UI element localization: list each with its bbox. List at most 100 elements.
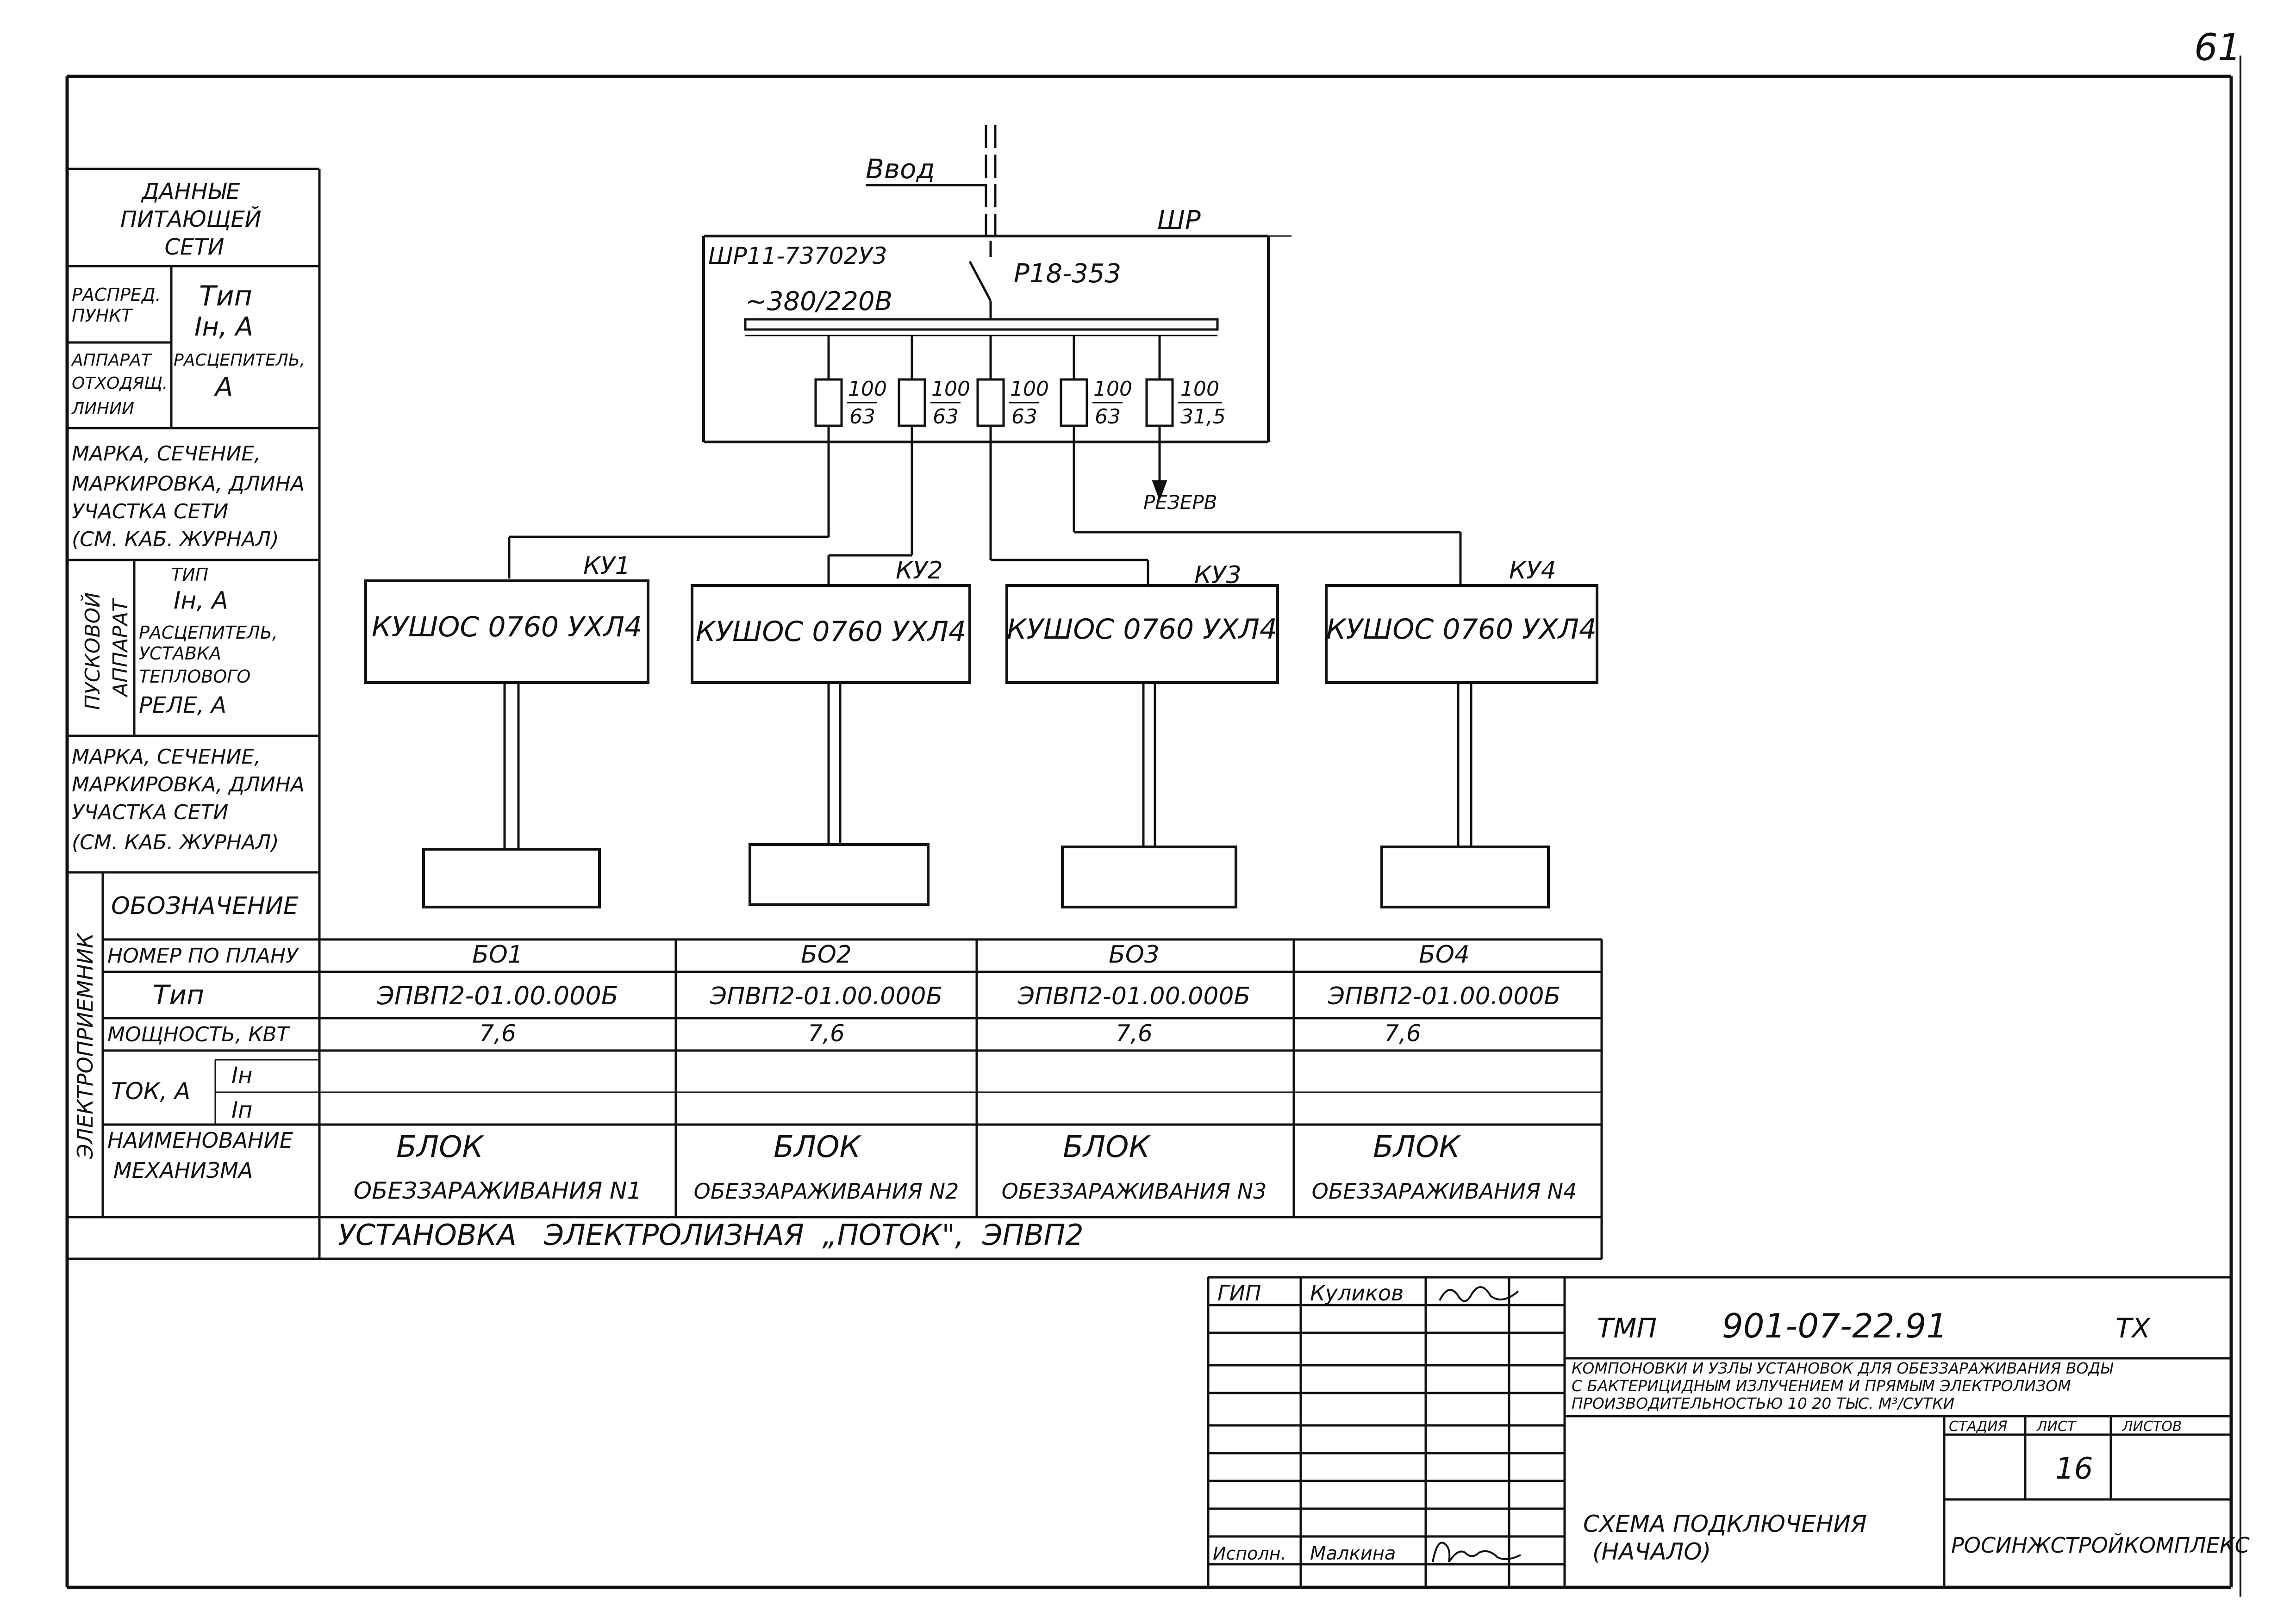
fuse-4-top: 100	[1093, 377, 1132, 401]
executor-name: Малкина	[1310, 1543, 1396, 1564]
busbar	[744, 318, 1219, 336]
control-unit-boxes	[364, 579, 1598, 684]
organization: РОСИНЖСТРОЙКОМПЛЕКС	[1951, 1533, 2250, 1558]
power-label: МОЩНОСТЬ, КВТ	[107, 1023, 291, 1046]
fuse-3-top: 100	[1010, 377, 1049, 401]
receiver-3-power: 7,6	[1116, 1020, 1153, 1047]
starter-vertical-label: ПУСКОВОЙ АППАРАТ	[80, 586, 132, 710]
receiver-1-plan-number: БО1	[472, 941, 523, 969]
release-unit: А	[214, 372, 233, 402]
receiver-1-type: ЭПВП2-01.00.000Б	[376, 981, 618, 1010]
receiver-2-type: ЭПВП2-01.00.000Б	[710, 983, 942, 1010]
receiver-vertical-label: ЭЛЕКТРОПРИЕМНИК	[73, 932, 98, 1159]
title-block-grid	[1207, 1276, 2231, 1587]
main-switch-label: Р18-353	[1014, 259, 1121, 289]
left-data-block	[67, 168, 1204, 1260]
drawing-title: СХЕМА ПОДКЛЮЧЕНИЯ (НАЧАЛО)	[1583, 1511, 1874, 1565]
sheet-number: 16	[2055, 1452, 2093, 1486]
plan-number-label: НОМЕР ПО ПЛАНУ	[107, 944, 299, 968]
receiver-3-type: ЭПВП2-01.00.000Б	[1017, 983, 1250, 1010]
receiver-cables	[503, 683, 1472, 849]
release-label: РАСЦЕПИТЕЛЬ,	[174, 351, 305, 370]
voltage-label: ~380/220В	[745, 286, 892, 317]
receiver-4-name-line2: ОБЕЗЗАРАЖИВАНИЯ N4	[1312, 1179, 1577, 1204]
receiver-table-grid	[319, 938, 1603, 1260]
sheet-frame	[65, 56, 2241, 1597]
fuse-5-bottom: 31,5	[1180, 405, 1226, 429]
fuse-1-top: 100	[848, 377, 887, 401]
project-description: КОМПОНОВКИ И УЗЛЫ УСТАНОВОК ДЛЯ ОБЕЗЗАРА…	[1572, 1359, 2118, 1412]
outgoing-apparatus-label: АППАРАТ ОТХОДЯЩ. ЛИНИИ	[71, 351, 173, 418]
designation-label: ОБОЗНАЧЕНИЕ	[111, 892, 299, 920]
cable-section-2-label: МАРКА, СЕЧЕНИЕ, МАРКИРОВКА, ДЛИНА УЧАСТК…	[72, 745, 311, 854]
mechanism-label: НАИМЕНОВАНИЕ МЕХАНИЗМА	[107, 1128, 300, 1183]
receiver-2-name-line1: БЛОК	[774, 1130, 861, 1164]
fuse-3-bottom: 63	[1011, 405, 1037, 429]
current-in-label: Iн	[231, 1063, 253, 1088]
cabinet-box	[702, 235, 1292, 443]
receiver-3-name-line2: ОБЕЗЗАРАЖИВАНИЯ N3	[1002, 1179, 1267, 1204]
executor-label: Исполн.	[1213, 1543, 1286, 1564]
fuse-4-bottom: 63	[1095, 405, 1121, 429]
receiver-4-plan-number: БО4	[1419, 941, 1470, 969]
input-line	[866, 125, 997, 241]
document-code: 901-07-22.91	[1722, 1306, 1947, 1345]
network-data-header: ДАННЫЕ ПИТАЮЩЕЙ СЕТИ	[120, 179, 268, 260]
control-unit-4-name: КУШОС 0760 УХЛ4	[1326, 613, 1597, 646]
distribution-point-label: РАСПРЕД. ПУНКТ	[72, 285, 167, 326]
cabinet-model: ШР11-73702У3	[708, 243, 887, 269]
dp-type-label: Тип	[199, 280, 252, 312]
starter-fields-label: ТИП Iн, А РАСЦЕПИТЕЛЬ, УСТАВКА ТЕПЛОВОГО…	[139, 565, 283, 718]
gip-name: Куликов	[1310, 1281, 1404, 1306]
control-unit-3-name: КУШОС 0760 УХЛ4	[1007, 613, 1277, 646]
sheets-label: ЛИСТОВ	[2122, 1418, 2182, 1435]
receiver-boxes	[422, 843, 1550, 908]
stage-label: СТАДИЯ	[1949, 1418, 2008, 1435]
receiver-1-name-line2: ОБЕЗЗАРАЖИВАНИЯ N1	[354, 1177, 642, 1204]
receiver-4-type: ЭПВП2-01.00.000Б	[1328, 983, 1560, 1010]
receiver-4-power: 7,6	[1384, 1020, 1421, 1047]
installation-row: УСТАНОВКА ЭЛЕКТРОЛИЗНАЯ „ПОТОК", ЭПВП2	[338, 1218, 1084, 1252]
receiver-1-name-line1: БЛОК	[396, 1130, 484, 1164]
fuse-2-bottom: 63	[933, 405, 959, 429]
receiver-2-power: 7,6	[808, 1020, 845, 1047]
gip-signature	[1439, 1286, 1519, 1302]
receiver-1-power: 7,6	[479, 1020, 516, 1047]
control-unit-4-tag: КУ4	[1509, 557, 1556, 585]
receiver-4-name-line1: БЛОК	[1373, 1130, 1461, 1164]
receiver-2-name-line2: ОБЕЗЗАРАЖИВАНИЯ N2	[694, 1179, 959, 1204]
input-label: Ввод	[866, 153, 935, 185]
current-ip-label: Iп	[231, 1097, 253, 1123]
fuse-ratings: 100 63 100 63 100 63 100 63 100 31,5	[848, 377, 1226, 429]
dp-current-label: Iн, А	[194, 312, 253, 342]
reserve-label: РЕЗЕРВ	[1143, 491, 1217, 514]
control-unit-tags: КУ1 КУ2 КУ3 КУ4	[583, 552, 1556, 589]
page-number: 61	[2194, 26, 2241, 69]
cable-section-1-label: МАРКА, СЕЧЕНИЕ, МАРКИРОВКА, ДЛИНА УЧАСТК…	[72, 442, 311, 551]
receiver-3-name-line1: БЛОК	[1063, 1130, 1151, 1164]
receiver-3-plan-number: БО3	[1109, 941, 1160, 969]
control-unit-2-tag: КУ2	[896, 557, 943, 585]
fuse-1-bottom: 63	[849, 405, 875, 429]
executor-signature	[1432, 1542, 1521, 1563]
cabinet-label: ШР	[1157, 205, 1201, 236]
fuse-5-top: 100	[1180, 377, 1219, 401]
gip-label: ГИП	[1217, 1281, 1261, 1306]
main-switch	[968, 241, 992, 319]
code-suffix: ТХ	[2115, 1312, 2151, 1344]
code-prefix: ТМП	[1597, 1312, 1657, 1344]
sheet-label: ЛИСТ	[2036, 1418, 2077, 1435]
feeder-lines	[508, 531, 1462, 585]
type-label: Тип	[153, 979, 204, 1011]
receiver-2-plan-number: БО2	[801, 941, 852, 969]
control-unit-1-name: КУШОС 0760 УХЛ4	[372, 611, 642, 643]
control-unit-2-name: КУШОС 0760 УХЛ4	[696, 616, 966, 648]
control-unit-1-tag: КУ1	[583, 552, 630, 580]
control-unit-3-tag: КУ3	[1194, 561, 1242, 589]
fuse-2-top: 100	[931, 377, 970, 401]
current-label: ТОК, А	[111, 1078, 190, 1105]
fuse-feeders	[814, 336, 1222, 560]
receiver-columns: БО1 БО2 БО3 БО4 ЭПВП2-01.00.000Б ЭПВП2-0…	[354, 941, 1577, 1204]
control-unit-names: КУШОС 0760 УХЛ4 КУШОС 0760 УХЛ4 КУШОС 07…	[372, 611, 1597, 648]
